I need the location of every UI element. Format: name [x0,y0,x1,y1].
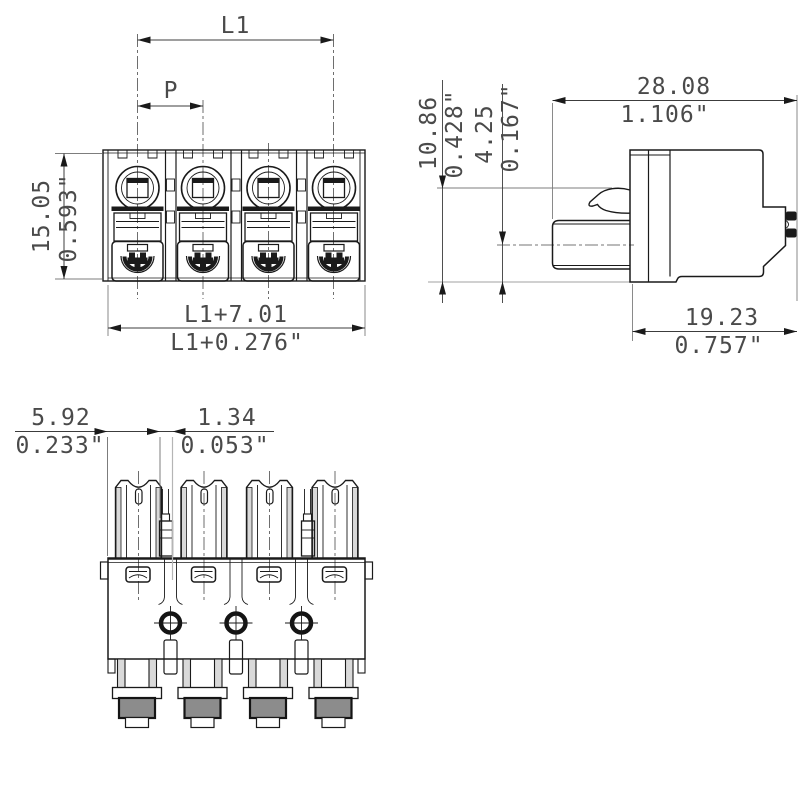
front-divider-2 [230,149,243,282]
dim-bottom-coding-mm: 1.34 [197,405,256,431]
dim-front-width-mm: L1+7.01 [184,302,288,328]
bottom-foot-3 [242,657,294,729]
bottom-window-3 [256,566,282,583]
front-view: L1 P 15.05 0.593" L1+7.01 L1+0.276 [29,13,366,356]
front-divider-3 [295,149,308,282]
dim-side-center-height-inch: 0.167" [498,83,524,172]
dim-bottom: 5.92 0.233" 1.34 0.053" [15,405,274,580]
dim-side-housing-depth-mm: 19.23 [685,305,759,331]
bottom-screw-hole-3 [285,606,318,640]
bottom-screw-hole-1 [154,606,187,640]
dim-side-depth-total-mm: 28.08 [637,74,711,100]
dim-L1-label: L1 [221,13,251,39]
dim-front-height-mm: 15.05 [29,179,55,253]
side-plug-shaft [551,219,630,270]
side-latch-lever [588,187,631,214]
front-divider-1 [164,149,177,282]
side-flange-clip [785,211,797,238]
bottom-foot-2 [176,657,229,729]
dim-side-housing-depth: 19.23 0.757" [632,284,797,359]
dim-L1: L1 [137,13,334,44]
front-housing-outline [102,149,366,282]
bottom-foot-1 [111,657,163,729]
bottom-window-4 [321,566,348,583]
dim-side-depth-total: 28.08 1.106" [552,74,798,301]
dim-front-width-inch: L1+0.276" [170,330,304,356]
bottom-view: 5.92 0.233" 1.34 0.053" [15,405,374,729]
dim-side-center-height: 4.25 0.167" [472,83,524,303]
bottom-window-2 [190,566,217,583]
bottom-foot-4 [307,657,360,729]
dim-front-width: L1+7.01 L1+0.276" [107,285,366,356]
dim-bottom-offset-mm: 5.92 [31,405,90,431]
dim-side-housing-depth-inch: 0.757" [674,333,763,359]
dim-pitch-label: P [164,78,179,104]
dim-front-height-inch: 0.593" [56,173,82,262]
front-pole-4 [306,148,362,283]
dim-front-height: 15.05 0.593" [29,153,102,280]
side-view: 28.08 1.106" 10.86 0.428" 4.25 0.167" 19… [416,74,798,359]
bottom-screw-hole-2 [220,606,253,640]
dim-pitch: P [137,78,203,110]
dim-side-depth-total-inch: 1.106" [620,102,709,128]
side-housing-outline [629,149,787,283]
bottom-housing-body [99,557,374,674]
dim-side-center-height-mm: 4.25 [472,104,498,163]
dim-side-upper-height-mm: 10.86 [416,96,442,170]
dim-bottom-offset-inch: 0.233" [15,433,104,459]
dim-bottom-coding-inch: 0.053" [180,433,269,459]
bottom-window-1 [125,566,151,583]
dim-side-upper-height-inch: 0.428" [442,89,468,178]
dim-side-upper-height: 10.86 0.428" [416,80,468,303]
